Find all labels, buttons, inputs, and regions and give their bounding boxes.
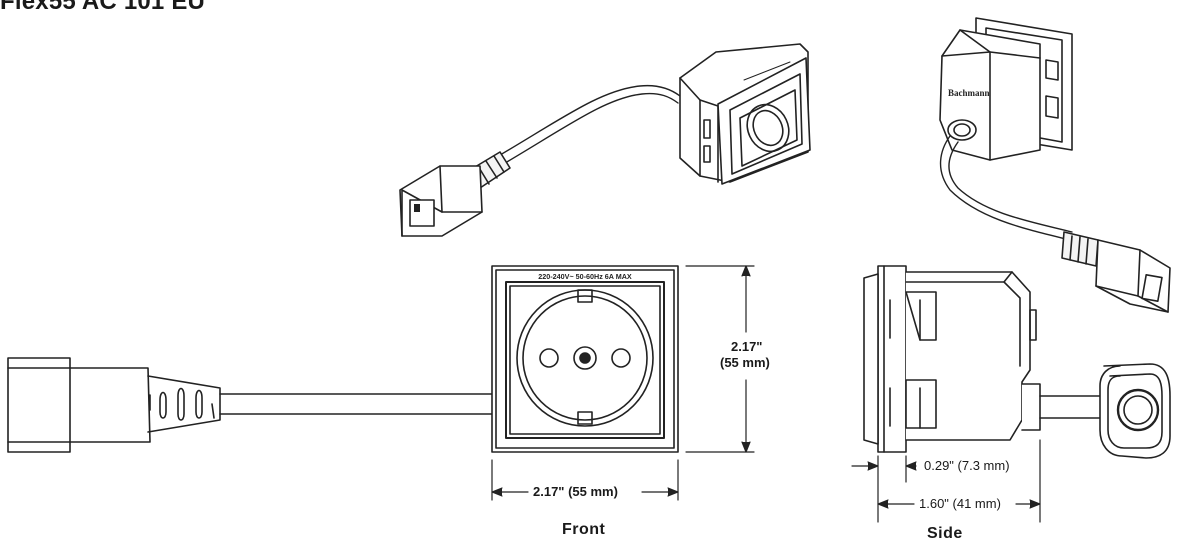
- height-dimension-mm: (55 mm): [720, 355, 770, 370]
- socket-rating-label: 220-240V~ 50-60Hz 6A MAX: [538, 272, 632, 281]
- height-dimension-in: 2.17": [731, 339, 763, 354]
- brand-mark: Bachmann: [948, 88, 990, 98]
- flange-depth-dimension: 0.29" (7.3 mm): [924, 458, 1010, 473]
- iso-cable-gland: [947, 119, 977, 141]
- iso-rear-plug: [1095, 239, 1171, 313]
- front-plug: [7, 357, 221, 453]
- side-body: [905, 271, 1031, 441]
- page-title: Flex55 AC 101 EU: [0, 0, 206, 15]
- side-flange: [877, 265, 907, 453]
- total-depth-dimension: 1.60" (41 mm): [919, 496, 1001, 511]
- side-view-label: Side: [927, 525, 963, 542]
- side-view: [863, 265, 1171, 459]
- front-dimension-lines: [491, 265, 755, 501]
- side-dimension-lines: [851, 439, 1041, 523]
- iso-view-rear: Bachmann: [939, 17, 1171, 313]
- front-center-screw: [573, 346, 597, 370]
- front-view-label: Front: [562, 521, 606, 538]
- iso-rear-cable: [939, 135, 1071, 241]
- iso-plug: [399, 165, 483, 237]
- width-dimension: 2.17" (55 mm): [533, 484, 618, 499]
- side-cable-bend: [1099, 363, 1171, 459]
- iso-module: [679, 43, 811, 185]
- iso-cable: [494, 84, 681, 159]
- front-view: 220-240V~ 50-60Hz 6A MAX: [7, 265, 679, 453]
- iso-view-front: [399, 43, 811, 237]
